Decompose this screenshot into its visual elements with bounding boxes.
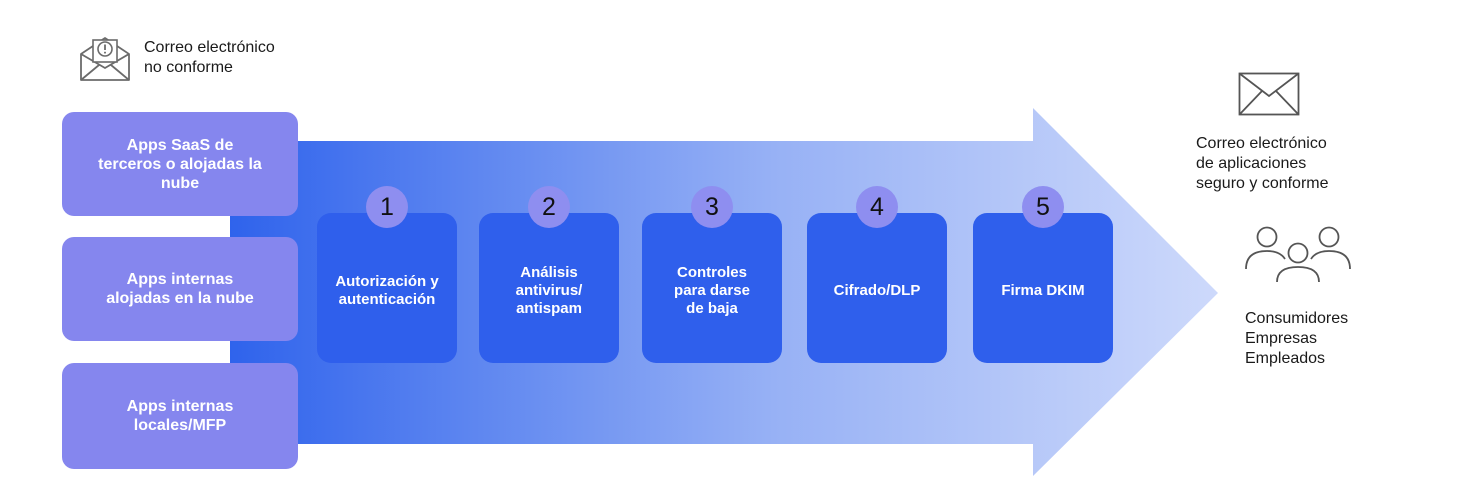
output-label-line3: seguro y conforme — [1196, 175, 1329, 192]
source-internal-local-apps: Apps internas locales/MFP — [62, 363, 298, 469]
envelope-icon — [1238, 72, 1300, 116]
step-card-dkim: Firma DKIM — [973, 213, 1113, 363]
source-label-line2: locales/MFP — [133, 417, 227, 434]
step-label-line1: Análisis — [520, 264, 578, 281]
noncompliant-label-line2: no conforme — [144, 59, 233, 76]
source-internal-cloud-apps: Apps internas alojadas en la nube — [62, 237, 298, 341]
step-badge-1: 1 — [366, 186, 408, 228]
step-badge-5: 5 — [1022, 186, 1064, 228]
recipients-list: Consumidores Empresas Empleados — [1245, 309, 1445, 369]
step-card-encryption: Cifrado/DLP — [807, 213, 947, 363]
step-label-line1: Firma DKIM — [1001, 282, 1085, 299]
source-label-line3: nube — [160, 174, 200, 192]
step-label-line1: Controles — [676, 264, 747, 281]
step-card-authorization: Autorización y autenticación — [317, 213, 457, 363]
source-label-line1: Apps internas — [126, 271, 234, 288]
step-label-line2: antivirus/ — [515, 282, 583, 299]
step-card-unsubscribe: Controles para darse de baja — [642, 213, 782, 363]
people-icon — [1245, 226, 1351, 282]
source-label-line2: alojadas en la nube — [106, 290, 254, 307]
step-label-line1: Autorización y — [335, 273, 439, 290]
noncompliant-label-line1: Correo electrónico — [144, 39, 275, 56]
step-label-line3: antispam — [516, 300, 582, 317]
step-card-antivirus: Análisis antivirus/ antispam — [479, 213, 619, 363]
recipient-employees: Empleados — [1245, 350, 1326, 367]
source-saas-apps: Apps SaaS de terceros o alojadas la nube — [62, 112, 298, 216]
step-label-line2: para darse — [674, 282, 750, 299]
source-label-line1: Apps internas — [126, 398, 234, 415]
output-label-line1: Correo electrónico — [1196, 135, 1327, 152]
noncompliant-email: Correo electrónico no conforme — [78, 34, 338, 90]
source-label-line1: Apps SaaS de — [126, 136, 234, 154]
step-badge-3: 3 — [691, 186, 733, 228]
output-label-line2: de aplicaciones — [1196, 155, 1307, 172]
recipient-companies: Empresas — [1245, 330, 1318, 347]
source-label-line2: terceros o alojadas la — [98, 155, 262, 173]
warning-envelope-icon — [80, 37, 130, 81]
output-label: Correo electrónico de aplicaciones segur… — [1196, 134, 1416, 194]
step-label-line1: Cifrado/DLP — [833, 282, 921, 299]
step-label-line2: autenticación — [338, 291, 436, 308]
step-badge-2: 2 — [528, 186, 570, 228]
step-label-line3: de baja — [686, 300, 738, 317]
recipient-consumers: Consumidores — [1245, 310, 1349, 327]
step-badge-4: 4 — [856, 186, 898, 228]
